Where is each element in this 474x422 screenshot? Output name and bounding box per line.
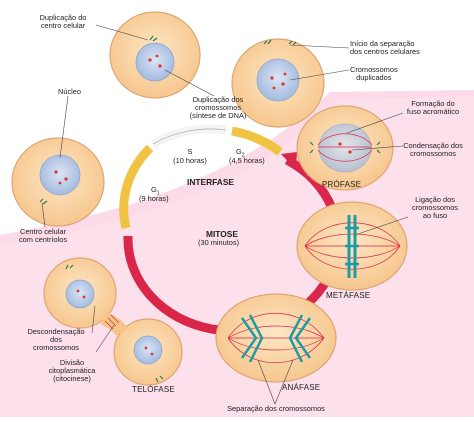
label-divisao-l1: Divisão xyxy=(59,358,85,367)
label-cond-l2: cromossomos xyxy=(410,149,456,159)
label-crom-dup: Cromossomos duplicados xyxy=(350,65,398,83)
ring-g2-arc xyxy=(231,126,283,156)
label-profase: PRÓFASE xyxy=(322,180,362,189)
mitosis-duration: (30 minutos) xyxy=(198,238,240,247)
label-divisao-l2: citoplasmática xyxy=(48,366,96,376)
label-lig-l2: cromossomos xyxy=(412,203,458,213)
label-form-fuso: Formação do fuso acromático xyxy=(398,99,468,117)
label-dup-centro-l2: centro celular xyxy=(40,21,86,31)
g2-letter: G xyxy=(236,147,242,156)
g1-letter: G xyxy=(151,185,157,194)
label-descond-l1: Descondensação xyxy=(27,327,85,336)
label-anafase: ANÁFASE xyxy=(282,383,321,392)
label-crom-dup-l1: Cromossomos xyxy=(350,65,398,74)
label-separacao: Separação dos cromossomos xyxy=(227,404,325,413)
label-divisao: Divisão citoplasmática (citocinese) xyxy=(40,358,104,384)
label-telofase: TELÓFASE xyxy=(132,385,175,394)
g2-duration: (4,5 horas) xyxy=(229,156,265,165)
label-inicio-sep-l1: Início da separação xyxy=(350,39,415,48)
g1-duration: (9 horas) xyxy=(139,194,169,203)
label-centro-cel: Centro celular com centríolos xyxy=(8,227,78,245)
label-dup-crom-l1: Duplicação dos xyxy=(192,95,244,104)
label-dup-crom-l3: (síntese de DNA) xyxy=(189,111,247,121)
label-centro-cel-l1: Centro celular xyxy=(19,227,66,236)
ring-s-arc-border xyxy=(152,128,227,145)
interphase-label: INTERFASE xyxy=(187,177,234,187)
ring-g1-arc xyxy=(119,144,154,230)
cell-anaphase xyxy=(215,293,337,383)
label-descond-l3: cromossomos xyxy=(33,343,79,353)
g1-sub: 1 xyxy=(156,190,160,197)
cell-g1 xyxy=(11,137,105,227)
s-label: S xyxy=(187,147,193,156)
label-centro-cel-l2: com centríolos xyxy=(18,235,68,245)
g1-label: G1 xyxy=(151,185,160,198)
label-metafase: METÁFASE xyxy=(326,291,371,300)
g2-sub: 2 xyxy=(241,152,245,159)
label-lig-l1: Ligação dos xyxy=(415,195,455,204)
cell-g2 xyxy=(231,38,325,128)
cell-g1-late xyxy=(109,11,201,99)
label-lig-l3: ao fuso xyxy=(422,211,448,221)
label-descond-l2: dos xyxy=(50,335,62,345)
ring-arrowhead xyxy=(281,152,297,170)
label-lig: Ligação dos cromossomos ao fuso xyxy=(402,195,468,221)
ring-s-arc xyxy=(150,124,227,148)
label-dup-crom-l2: cromossomos xyxy=(195,103,241,113)
label-cond: Condensação dos cromossomos xyxy=(396,141,470,159)
leader-lines xyxy=(41,24,409,405)
label-dup-crom: Duplicação dos cromossomos (síntese de D… xyxy=(178,95,258,121)
label-form-fuso-l1: Formação do xyxy=(411,99,455,108)
label-crom-dup-l2: duplicados xyxy=(356,73,392,83)
s-duration: (10 horas) xyxy=(173,156,207,165)
label-divisao-l3: (citocinese) xyxy=(53,374,91,384)
label-descond: Descondensação dos cromossomos xyxy=(20,327,92,353)
cell-telophase xyxy=(43,257,183,386)
label-inicio-sep-l2: dos centros celulares xyxy=(350,47,420,57)
cell-prophase xyxy=(296,105,394,191)
label-cond-l1: Condensação dos xyxy=(403,141,463,150)
cell-metaphase xyxy=(296,201,408,291)
g2-label: G2 xyxy=(236,147,245,160)
label-form-fuso-l2: fuso acromático xyxy=(406,107,460,117)
mitosis-label: MITOSE xyxy=(206,229,238,239)
label-nucleo: Núcleo xyxy=(58,87,82,96)
label-dup-centro: Duplicação do centro celular xyxy=(28,13,98,31)
label-dup-centro-l1: Duplicação do xyxy=(39,13,87,22)
label-inicio-sep: Início da separação dos centros celulare… xyxy=(350,39,420,57)
